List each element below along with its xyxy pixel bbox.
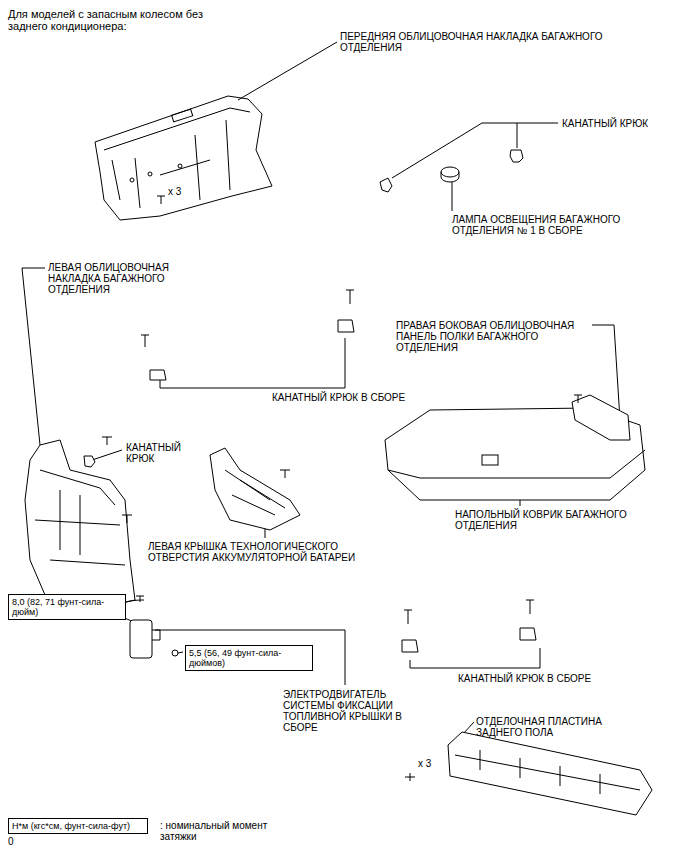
front-trim-drawing: [95, 96, 272, 220]
part-label: КАНАТНЫЙ КРЮК В СБОРЕ: [272, 392, 405, 403]
front-trim-drawing: [157, 196, 165, 204]
floor-mat-drawing: [385, 395, 645, 500]
hook-assembly-drawing: [526, 600, 534, 614]
rear-plate-drawing: [405, 732, 652, 815]
leader-line: [160, 338, 345, 388]
hook-assembly-drawing: [402, 600, 536, 652]
left-trim-drawing: [84, 456, 95, 467]
part-label: КАНАТНЫЙ КРЮК: [126, 442, 196, 464]
fuel-lid-motor-drawing: [136, 596, 144, 602]
leader-line: [22, 42, 620, 735]
hook-assembly-drawing: [402, 640, 418, 652]
floor-mat-drawing: [572, 395, 630, 440]
left-trim-drawing: [25, 437, 135, 610]
hook-and-lamp-drawing: [380, 178, 392, 192]
hook-assembly-drawing: [520, 628, 536, 640]
part-label: КАНАТНЫЙ КРЮК В СБОРЕ: [458, 673, 591, 684]
rear-plate-drawing: [405, 773, 415, 781]
hook-assembly-drawing: [338, 320, 354, 332]
battery-cover-drawing: [280, 470, 290, 478]
leader-line: [22, 268, 45, 445]
fuel-lid-motor-drawing: [130, 620, 152, 658]
left-trim-drawing: [25, 440, 135, 610]
fuel-lid-motor-drawing: [172, 650, 178, 656]
front-trim-drawing: [178, 164, 182, 168]
fuel-lid-motor-drawing: [152, 630, 160, 640]
floor-mat-drawing: [574, 395, 582, 403]
hook-and-lamp-drawing: [510, 150, 523, 162]
leader-line: [178, 652, 183, 653]
front-trim-drawing: [148, 172, 152, 176]
part-label: ПЕРЕДНЯЯ ОБЛИЦОВОЧНАЯ НАКЛАДКА БАГАЖНОГО…: [340, 31, 630, 53]
hook-and-lamp-drawing: [441, 167, 459, 177]
part-label: ОТДЕЛОЧНАЯ ПЛАСТИНА ЗАДНЕГО ПОЛА: [476, 716, 616, 738]
floor-mat-drawing: [482, 455, 498, 465]
hook-assembly-drawing: [404, 610, 412, 624]
part-label: ЛЕВАЯ ОБЛИЦОВОЧНАЯ НАКЛАДКА БАГАЖНОГО ОТ…: [48, 262, 178, 295]
part-label: КАНАТНЫЙ КРЮК: [562, 118, 648, 129]
torque-value: 5,5 (56, 49 фунт-сила-дюймов): [189, 648, 309, 668]
hook-assembly-drawing: [346, 290, 354, 304]
part-label: : номинальный момент затяжки: [160, 820, 270, 842]
leader-line: [238, 42, 337, 100]
floor-mat-drawing: [388, 450, 645, 478]
part-label: x 3: [418, 758, 431, 769]
torque-box: 8,0 (82, 71 фунт-сила-дюйм): [8, 594, 126, 620]
torque-value: 8,0 (82, 71 фунт-сила-дюйм): [12, 597, 122, 617]
left-trim-drawing: [35, 470, 125, 565]
hook-assembly-drawing: [150, 370, 166, 380]
front-trim-drawing: [130, 178, 134, 182]
leader-line: [410, 648, 540, 668]
part-label: ЭЛЕКТРОДВИГАТЕЛЬ СИСТЕМЫ ФИКСАЦИИ ТОПЛИВ…: [283, 689, 413, 733]
battery-cover-drawing: [210, 448, 300, 530]
leader-line: [155, 630, 345, 685]
part-label: НАПОЛЬНЫЙ КОВРИК БАГАЖНОГО ОТДЕЛЕНИЯ: [455, 509, 677, 531]
leader-line: [92, 450, 122, 460]
leader-line: [392, 123, 558, 178]
rear-plate-drawing: [455, 750, 640, 794]
front-trim-drawing: [104, 108, 250, 208]
battery-cover-drawing: [225, 470, 285, 515]
part-label: ЛЕВАЯ КРЫШКА ТЕХНОЛОГИЧЕСКОГО ОТВЕРСТИЯ …: [148, 541, 383, 563]
hook-and-lamp-drawing: [441, 172, 459, 182]
hook-assembly-drawing: [141, 335, 149, 347]
part-label: ЛАМПА ОСВЕЩЕНИЯ БАГАЖНОГО ОТДЕЛЕНИЯ № 1 …: [452, 214, 632, 236]
fuel-lid-motor-drawing: [117, 596, 178, 658]
rear-plate-drawing: [448, 732, 652, 815]
hook-assembly-drawing: [141, 290, 354, 380]
battery-cover-drawing: [210, 448, 300, 530]
front-trim-drawing: [172, 109, 193, 122]
torque-box: Н*м (кгс*см, фунт-сила-фут): [8, 818, 148, 834]
part-label: ПРАВАЯ БОКОВАЯ ОБЛИЦОВОЧНАЯ ПАНЕЛЬ ПОЛКИ…: [396, 320, 588, 353]
torque-box: 5,5 (56, 49 фунт-сила-дюймов): [185, 645, 313, 671]
part-label: 0: [8, 836, 14, 847]
leader-line: [452, 182, 453, 211]
torque-value: Н*м (кгс*см, фунт-сила-фут): [12, 821, 144, 831]
diagram-title: Для моделей с запасным колесом без задне…: [8, 8, 228, 32]
part-label: x 3: [168, 186, 181, 197]
front-trim-drawing: [95, 96, 272, 220]
